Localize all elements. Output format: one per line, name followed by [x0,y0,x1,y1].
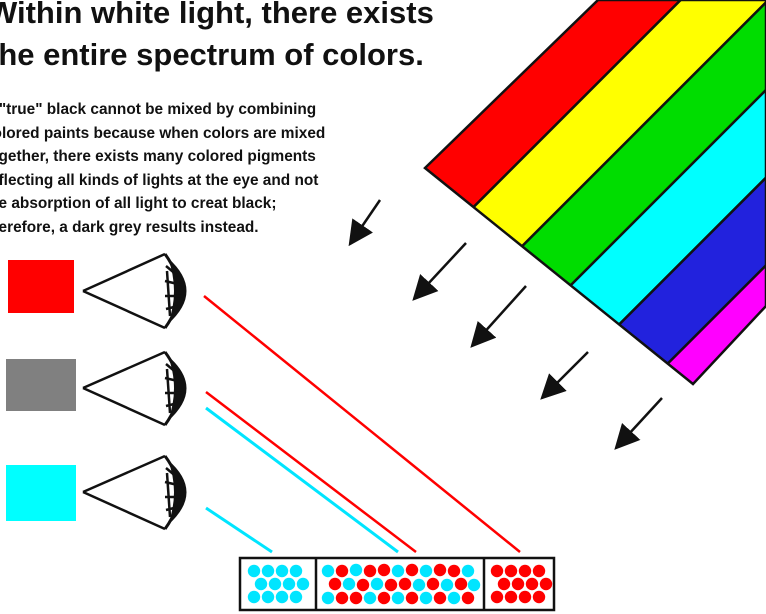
light-direction-arrows [348,199,663,450]
red-pigment-dot [405,591,419,605]
pigment-mixture-strip [238,556,556,612]
explanation-line: therefore, a dark grey results instead. [0,218,259,236]
red-pigment-dot [490,590,504,604]
cyan-pigment-dot [391,564,405,578]
perceived-red-swatch [8,260,74,313]
red-pigment-dot [433,591,447,605]
cyan-pigment-dot [342,577,356,591]
red-pigment-dot [363,564,377,578]
red-pigment-dot [398,577,412,591]
red-pigment-dot [490,564,504,578]
cyan-pigment-dot [321,591,335,605]
cyan-pigment-dot [412,578,426,592]
cyan-pigment-dot [247,590,261,604]
explanation-line: the absorption of all light to creat bla… [0,195,277,213]
cyan-light-ray [205,406,399,554]
cyan-pigment-dot [349,563,363,577]
red-pigment-dot [356,578,370,592]
red-pigment-dot [518,564,532,578]
cyan-pigment-section [247,564,310,604]
arrow-icon [348,199,382,247]
red-pigment-dot [377,563,391,577]
red-pigment-dot [504,590,518,604]
red-pigment-dot [447,564,461,578]
cyan-pigment-dot [419,564,433,578]
red-light-ray [203,295,521,553]
red-pigment-dot [461,591,475,605]
eye-icon [82,350,187,427]
arrow-icon [614,397,663,450]
explanation-line: colored paints because when colors are m… [0,124,326,142]
cyan-pigment-dot [447,591,461,605]
cyan-pigment-dot [391,591,405,605]
spectrum-beam-outline [423,0,766,386]
red-pigment-dot [532,590,546,604]
red-pigment-dot [497,577,511,591]
red-pigment-dot [511,577,525,591]
red-pigment-dot [335,564,349,578]
cyan-pigment-dot [419,591,433,605]
cyan-pigment-dot [275,590,289,604]
cyan-pigment-dot [254,577,268,591]
eye-icon [82,252,187,330]
cyan-pigment-dot [268,577,282,591]
red-pigment-dot [426,577,440,591]
title-line-2: the entire spectrum of colors. [0,37,424,72]
red-pigment-dot [377,591,391,605]
red-pigment-dot [384,578,398,592]
spectrum-band-blue [556,0,766,384]
arrow-icon [540,351,589,400]
red-pigment-dot [454,577,468,591]
cyan-pigment-dot [296,577,310,591]
red-pigment-dot [328,577,342,591]
red-light-ray [205,391,417,553]
red-pigment-dot [405,563,419,577]
explanation-text: A "true" black cannot be mixed by combin… [0,98,454,240]
cyan-light-ray [205,506,273,554]
color-spectrum-beam [425,0,766,384]
explanation-line: A "true" black cannot be mixed by combin… [0,101,317,118]
cyan-pigment-dot [261,590,275,604]
red-pigment-dot [433,563,447,577]
explanation-line: together, there exists many colored pigm… [0,148,316,166]
red-pigment-dot [518,590,532,604]
cyan-pigment-dot [370,577,384,591]
explanation-line: reflecting all kinds of lights at the ey… [0,171,319,189]
red-pigment-dot [539,577,553,591]
cyan-pigment-dot [282,577,296,591]
perceived-cyan-swatch [6,465,76,521]
cyan-pigment-dot [467,578,481,592]
red-pigment-dot [335,591,349,605]
red-pigment-section [490,564,553,604]
page-title: Within white light, there exists the ent… [0,0,548,76]
red-pigment-dot [504,564,518,578]
cyan-pigment-dot [321,564,335,578]
perceived-grey-swatch [6,359,76,411]
cyan-pigment-dot [275,564,289,578]
arrow-icon [412,242,467,301]
red-pigment-dot [349,591,363,605]
cyan-pigment-dot [289,564,303,578]
cyan-pigment-dot [440,578,454,592]
cyan-pigment-dot [461,564,475,578]
mixed-pigment-section [321,563,481,605]
cyan-pigment-dot [261,564,275,578]
arrow-icon [470,285,527,348]
eye-icon [82,454,187,531]
red-pigment-dot [532,564,546,578]
title-line-1: Within white light, there exists [0,0,434,30]
cyan-pigment-dot [363,591,377,605]
red-pigment-dot [525,577,539,591]
spectrum-band-red [425,0,766,257]
cyan-pigment-dot [289,590,303,604]
cyan-pigment-dot [247,564,261,578]
reflected-light-rays [203,295,521,554]
